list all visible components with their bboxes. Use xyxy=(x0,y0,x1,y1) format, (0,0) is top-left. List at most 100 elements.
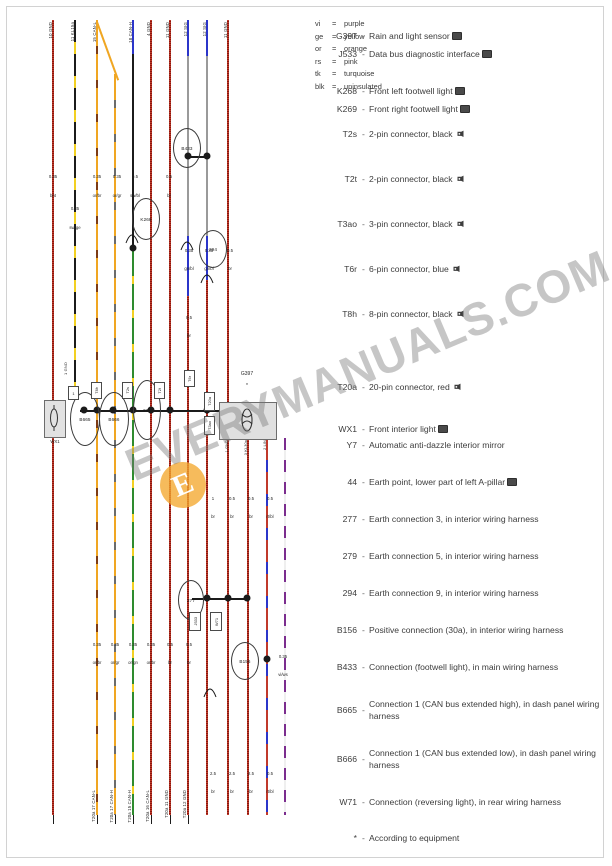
legend-row: B666-Connection 1 (CAN bus extended low)… xyxy=(305,747,605,772)
equals-sign: = xyxy=(332,19,337,28)
legend-row: B433-Connection (footwell light), in mai… xyxy=(305,661,605,673)
top-terminal-label: 12 SIG xyxy=(183,22,188,37)
legend-row: T3ao-3-pin connector, black xyxy=(305,218,605,230)
wire-can-h-diagonal xyxy=(96,21,120,81)
plug-icon xyxy=(457,130,464,137)
legend-description: Earth connection 3, in interior wiring h… xyxy=(369,514,539,524)
legend-row: 294-Earth connection 9, in interior wiri… xyxy=(305,587,605,599)
legend-description: According to equipment xyxy=(369,833,460,843)
bottom-terminal-label: T20a 12 GND xyxy=(182,790,187,819)
wire-br-col9 xyxy=(206,280,208,815)
top-terminal-label: 18 CAN-H xyxy=(128,22,133,43)
legend-code: G397 xyxy=(335,31,357,42)
legend-dash: - xyxy=(362,514,365,525)
legend-description: Connection (footwell light), in main wir… xyxy=(369,662,559,672)
junction-dot xyxy=(224,594,232,602)
equals-sign: = xyxy=(332,31,337,41)
earth-tick xyxy=(53,815,54,824)
legend-row: 44-Earth point, lower part of left A-pil… xyxy=(305,476,605,488)
colour-key-row: or = orange xyxy=(315,43,407,56)
connector-chip-w71: W71 xyxy=(210,612,222,631)
colour-abbr: or xyxy=(315,44,322,54)
legend-code: K268 xyxy=(336,86,357,97)
connection-node-k268: K268 xyxy=(132,198,160,240)
legend-description: 20-pin connector, red xyxy=(369,381,605,393)
legend-code: W71 xyxy=(339,797,357,808)
colour-key-row: rs = pink xyxy=(315,56,407,69)
legend-dash: - xyxy=(362,551,365,562)
legend-dash: - xyxy=(362,625,365,636)
legend-description: Positive connection (30a), in interior w… xyxy=(369,625,564,635)
colour-abbr: ge xyxy=(315,31,324,41)
wire-sig-1 xyxy=(187,20,189,56)
camera-icon xyxy=(459,105,470,113)
junction-dot xyxy=(203,152,211,160)
legend-description: Data bus diagnostic interface xyxy=(369,48,605,60)
legend-code: 44 xyxy=(347,477,357,488)
wiring-diagram-canvas: 10 GND 11 KL15a 15 CAN-L 18 CAN-H 4 GND … xyxy=(0,0,300,866)
legend-row: 277-Earth connection 3, in interior wiri… xyxy=(305,513,605,525)
page-border xyxy=(6,6,604,858)
legend-code: T2s xyxy=(342,129,357,140)
equals-sign: = xyxy=(332,56,337,66)
legend-row: B156-Positive connection (30a), in inter… xyxy=(305,624,605,636)
legend-row: W71-Connection (reversing light), in rea… xyxy=(305,796,605,808)
top-terminal-label: 11 GND xyxy=(165,22,170,39)
equals-sign: = xyxy=(332,81,337,91)
legend-dash: - xyxy=(362,477,365,488)
camera-icon xyxy=(481,50,492,58)
component-label-wx1: WX1 xyxy=(50,439,60,444)
legend-code: * xyxy=(353,833,357,844)
component-wx1-body xyxy=(44,400,66,438)
connector-chip-t2t: T2t xyxy=(154,382,165,399)
connector-chip-t3ao: T3ao xyxy=(204,416,215,435)
earth-tick xyxy=(133,815,134,824)
legend-code: K269 xyxy=(336,104,357,115)
junction-dot xyxy=(243,594,251,602)
connection-node-b433: B433 xyxy=(173,128,201,168)
wx1-terminal-label: 1 GND xyxy=(63,362,68,375)
legend-code: B156 xyxy=(336,625,357,636)
plug-icon xyxy=(457,175,464,182)
colour-key-row: tk = turquoise xyxy=(315,68,407,81)
wire-gnd-3 xyxy=(169,20,171,815)
earth-tick xyxy=(97,815,98,824)
legend-dash: - xyxy=(362,662,365,673)
connection-node-b666: B666 xyxy=(99,392,129,446)
legend-description: Earth connection 9, in interior wiring h… xyxy=(369,588,539,598)
colour-name: orange xyxy=(344,44,368,54)
earth-tick xyxy=(151,815,152,824)
legend-row: T20a-20-pin connector, red xyxy=(305,381,605,393)
legend-dash: - xyxy=(362,129,365,140)
legend-dash: - xyxy=(362,833,365,844)
legend-description: Earth connection 5, in interior wiring h… xyxy=(369,551,539,561)
top-terminal-label: 4 GND xyxy=(146,22,151,36)
rain-light-sensor-icon xyxy=(241,408,253,432)
wire-gnd-5 xyxy=(247,438,249,815)
legend-dash: - xyxy=(362,219,365,230)
legend-dash: - xyxy=(362,588,365,599)
connector-chip-t2s: T2s xyxy=(122,382,133,399)
junction-dot xyxy=(166,406,174,414)
legend-dash: - xyxy=(362,382,365,393)
legend-dash: - xyxy=(362,264,365,275)
junction-dot xyxy=(129,244,137,252)
wire-can-blue xyxy=(132,20,134,250)
bus-bar-279 xyxy=(80,410,250,412)
connection-node-b156: B156 xyxy=(231,642,259,680)
legend-row: K268-Front left footwell light xyxy=(305,85,605,97)
wire-colour-key: vi = purple ge = yellow or = orange rs =… xyxy=(315,18,407,94)
legend-dash: - xyxy=(362,49,365,60)
wire-sig-2-grey xyxy=(206,56,208,236)
legend-dash: - xyxy=(362,424,365,435)
